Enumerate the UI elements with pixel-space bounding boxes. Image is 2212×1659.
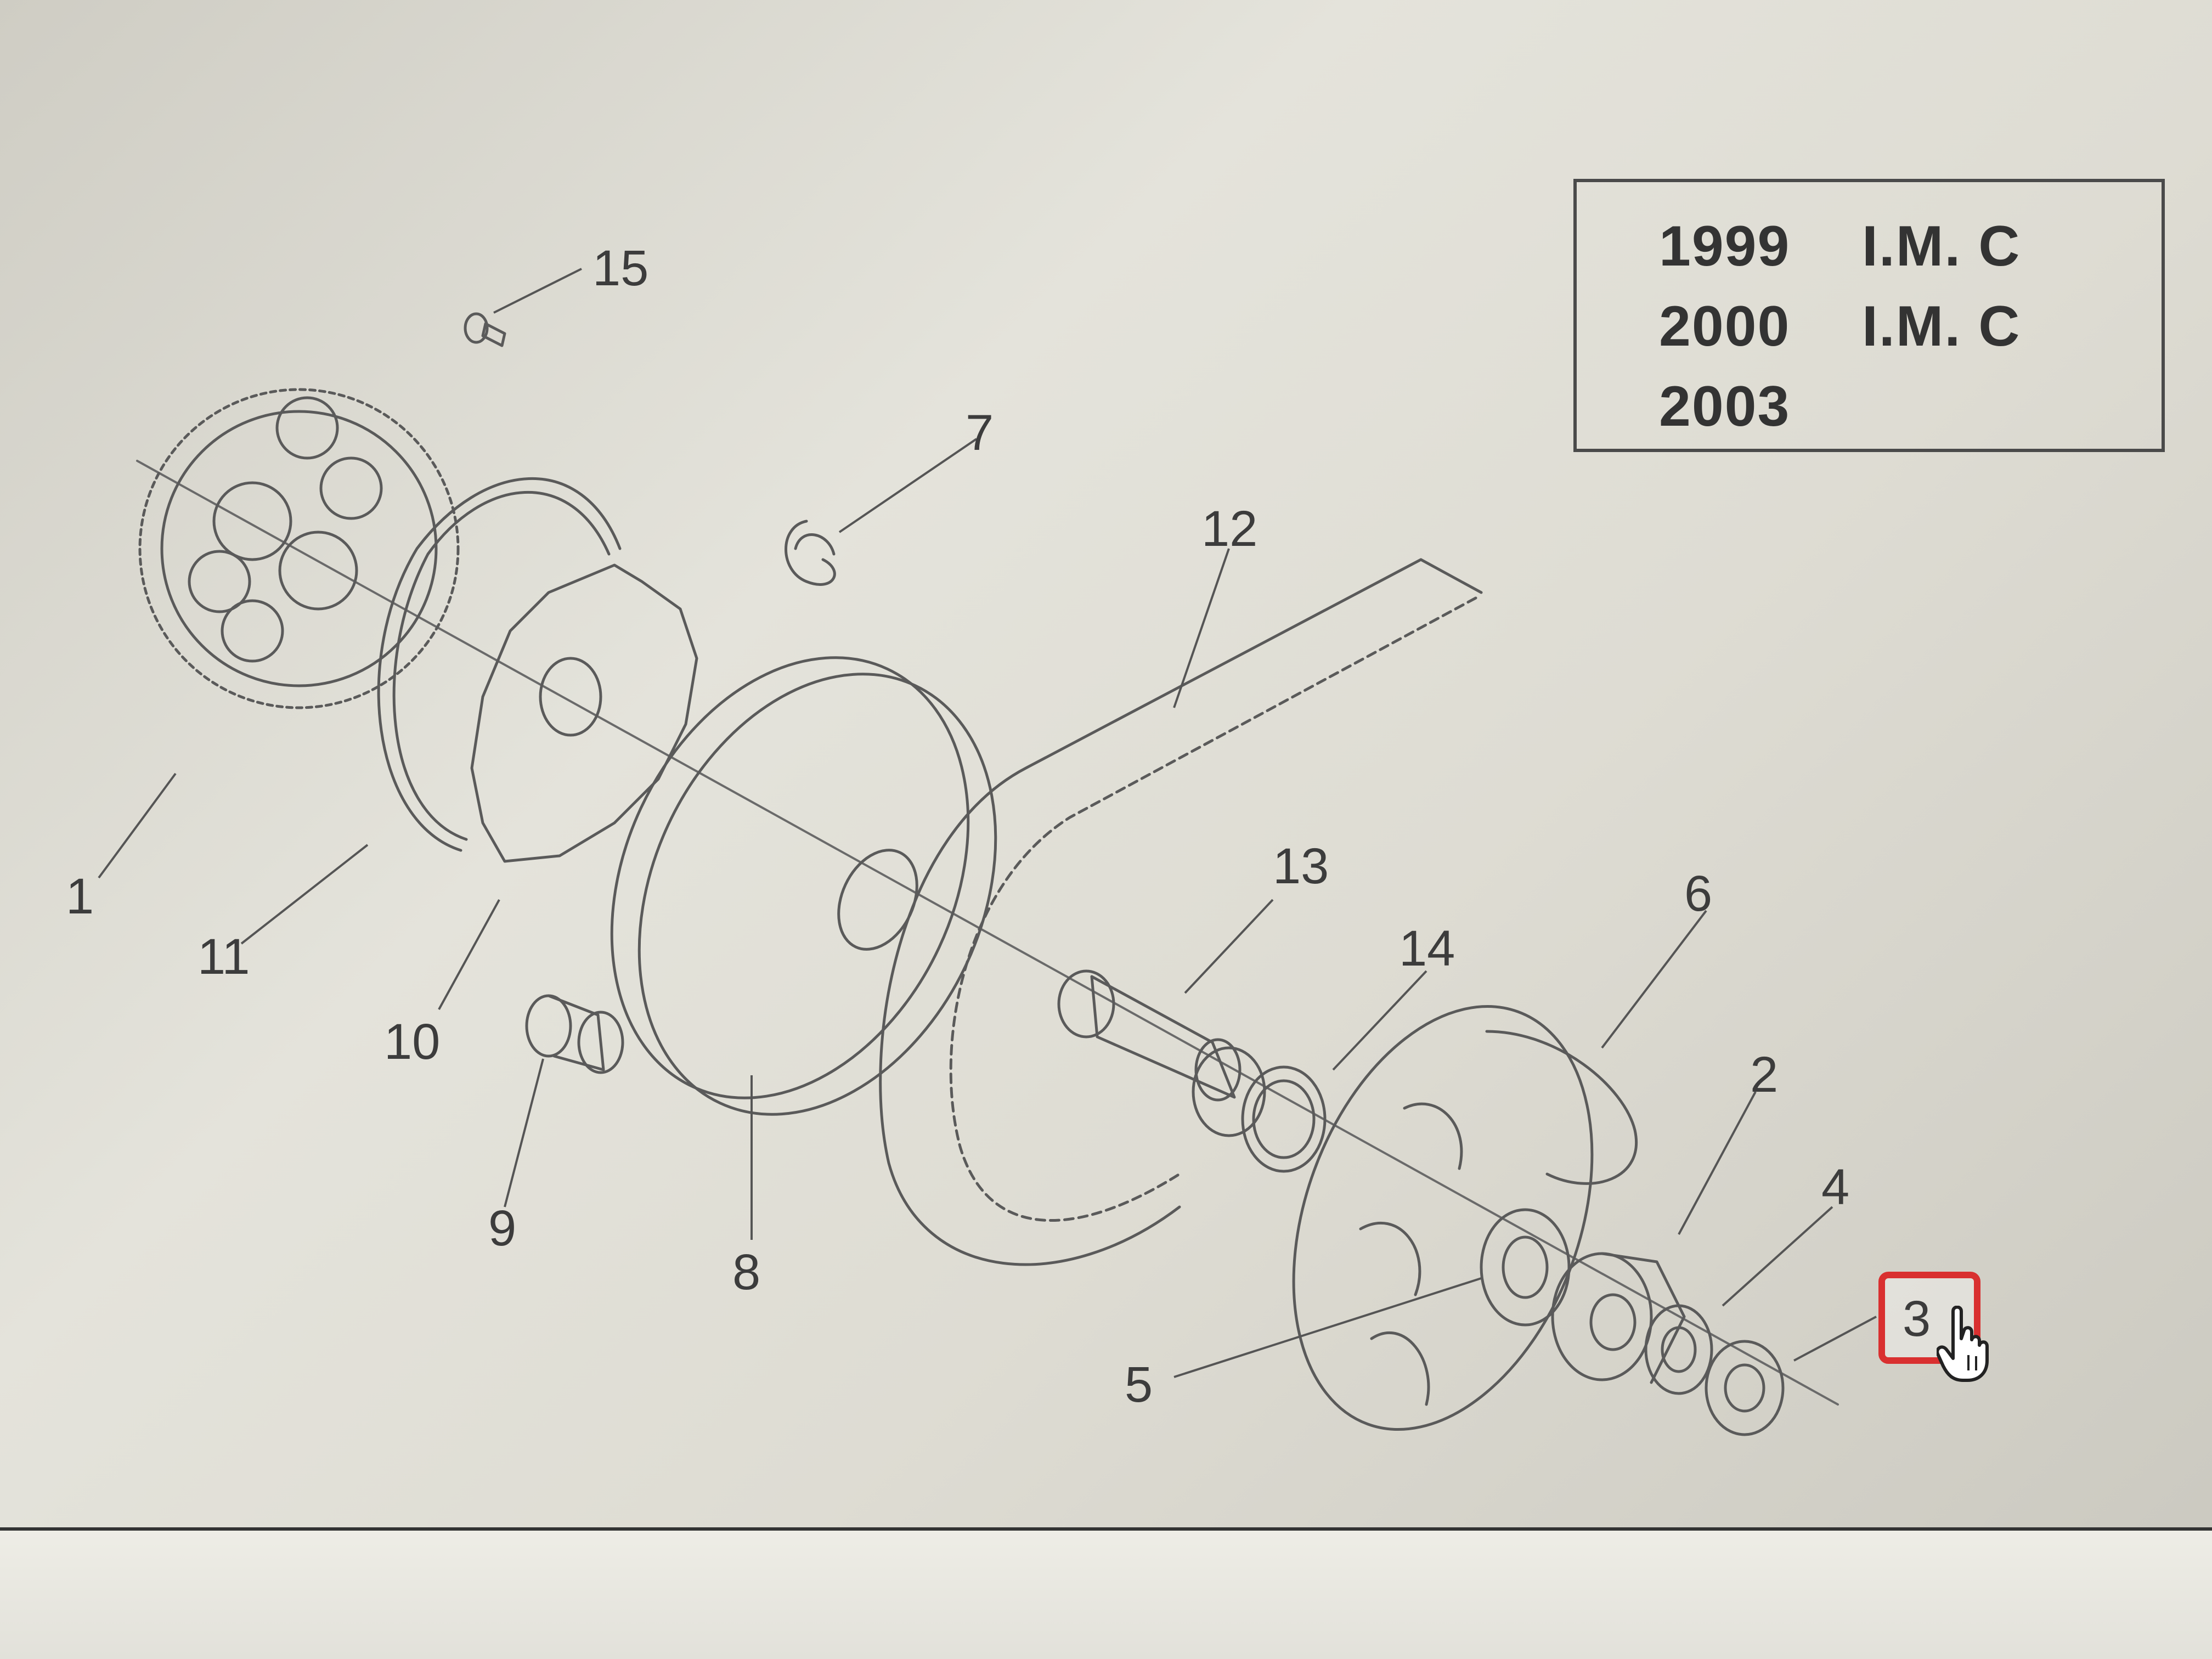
part-10-ramp-plate[interactable] xyxy=(470,563,698,863)
part-8-pulley-disk[interactable] xyxy=(544,600,1064,1173)
part-4-lock-washer[interactable] xyxy=(1644,1304,1713,1395)
callout-7[interactable]: 7 xyxy=(966,405,994,461)
callout-8[interactable]: 8 xyxy=(732,1244,760,1300)
callout-leaders xyxy=(98,268,1877,1378)
year-row: 2003 xyxy=(1659,374,1862,439)
year-row: 2000 I.M. C xyxy=(1659,294,2021,359)
model-code: I.M. C xyxy=(1862,215,2021,278)
callout-4[interactable]: 4 xyxy=(1821,1159,1849,1215)
part-1-starter-gear[interactable] xyxy=(138,388,460,709)
year-value: 2000 xyxy=(1659,295,1791,358)
part-2-hub-nut[interactable] xyxy=(1551,1252,1686,1384)
part-12-drive-belt[interactable] xyxy=(879,558,1483,1266)
page-footer-area xyxy=(0,1531,2212,1659)
part-13-sleeve[interactable] xyxy=(1057,969,1242,1102)
callout-14[interactable]: 14 xyxy=(1399,921,1455,977)
part-14-seal-rings[interactable] xyxy=(1192,1046,1327,1173)
part-5-washer[interactable] xyxy=(1480,1208,1571,1327)
callout-15[interactable]: 15 xyxy=(592,240,648,296)
callout-12[interactable]: 12 xyxy=(1201,501,1257,557)
year-value: 2003 xyxy=(1659,375,1791,438)
part-3-nut[interactable] xyxy=(1705,1340,1785,1436)
part-6-variator[interactable] xyxy=(1239,965,1646,1471)
year-value: 1999 xyxy=(1659,215,1791,278)
year-row: 1999 I.M. C xyxy=(1659,214,2021,279)
page-divider xyxy=(0,1527,2212,1531)
assembly-axis xyxy=(136,460,1839,1406)
callout-3[interactable]: 3 xyxy=(1903,1291,1931,1347)
callout-3-hotspot[interactable]: 3 xyxy=(1878,1272,1980,1364)
part-9-bushing[interactable] xyxy=(525,994,624,1074)
hand-pointer-icon xyxy=(1937,1306,1989,1382)
callout-2[interactable]: 2 xyxy=(1750,1047,1778,1103)
callout-13[interactable]: 13 xyxy=(1273,838,1329,894)
callout-5[interactable]: 5 xyxy=(1125,1357,1153,1413)
callout-1[interactable]: 1 xyxy=(66,868,94,924)
model-code: I.M. C xyxy=(1862,295,2021,358)
part-7-spring[interactable] xyxy=(785,520,836,586)
callout-9[interactable]: 9 xyxy=(488,1200,516,1256)
part-11-clip-ring[interactable] xyxy=(377,477,622,852)
callout-10[interactable]: 10 xyxy=(384,1014,440,1070)
part-15-screw[interactable] xyxy=(464,312,506,347)
callout-6[interactable]: 6 xyxy=(1684,866,1712,922)
callout-11[interactable]: 11 xyxy=(198,929,250,985)
